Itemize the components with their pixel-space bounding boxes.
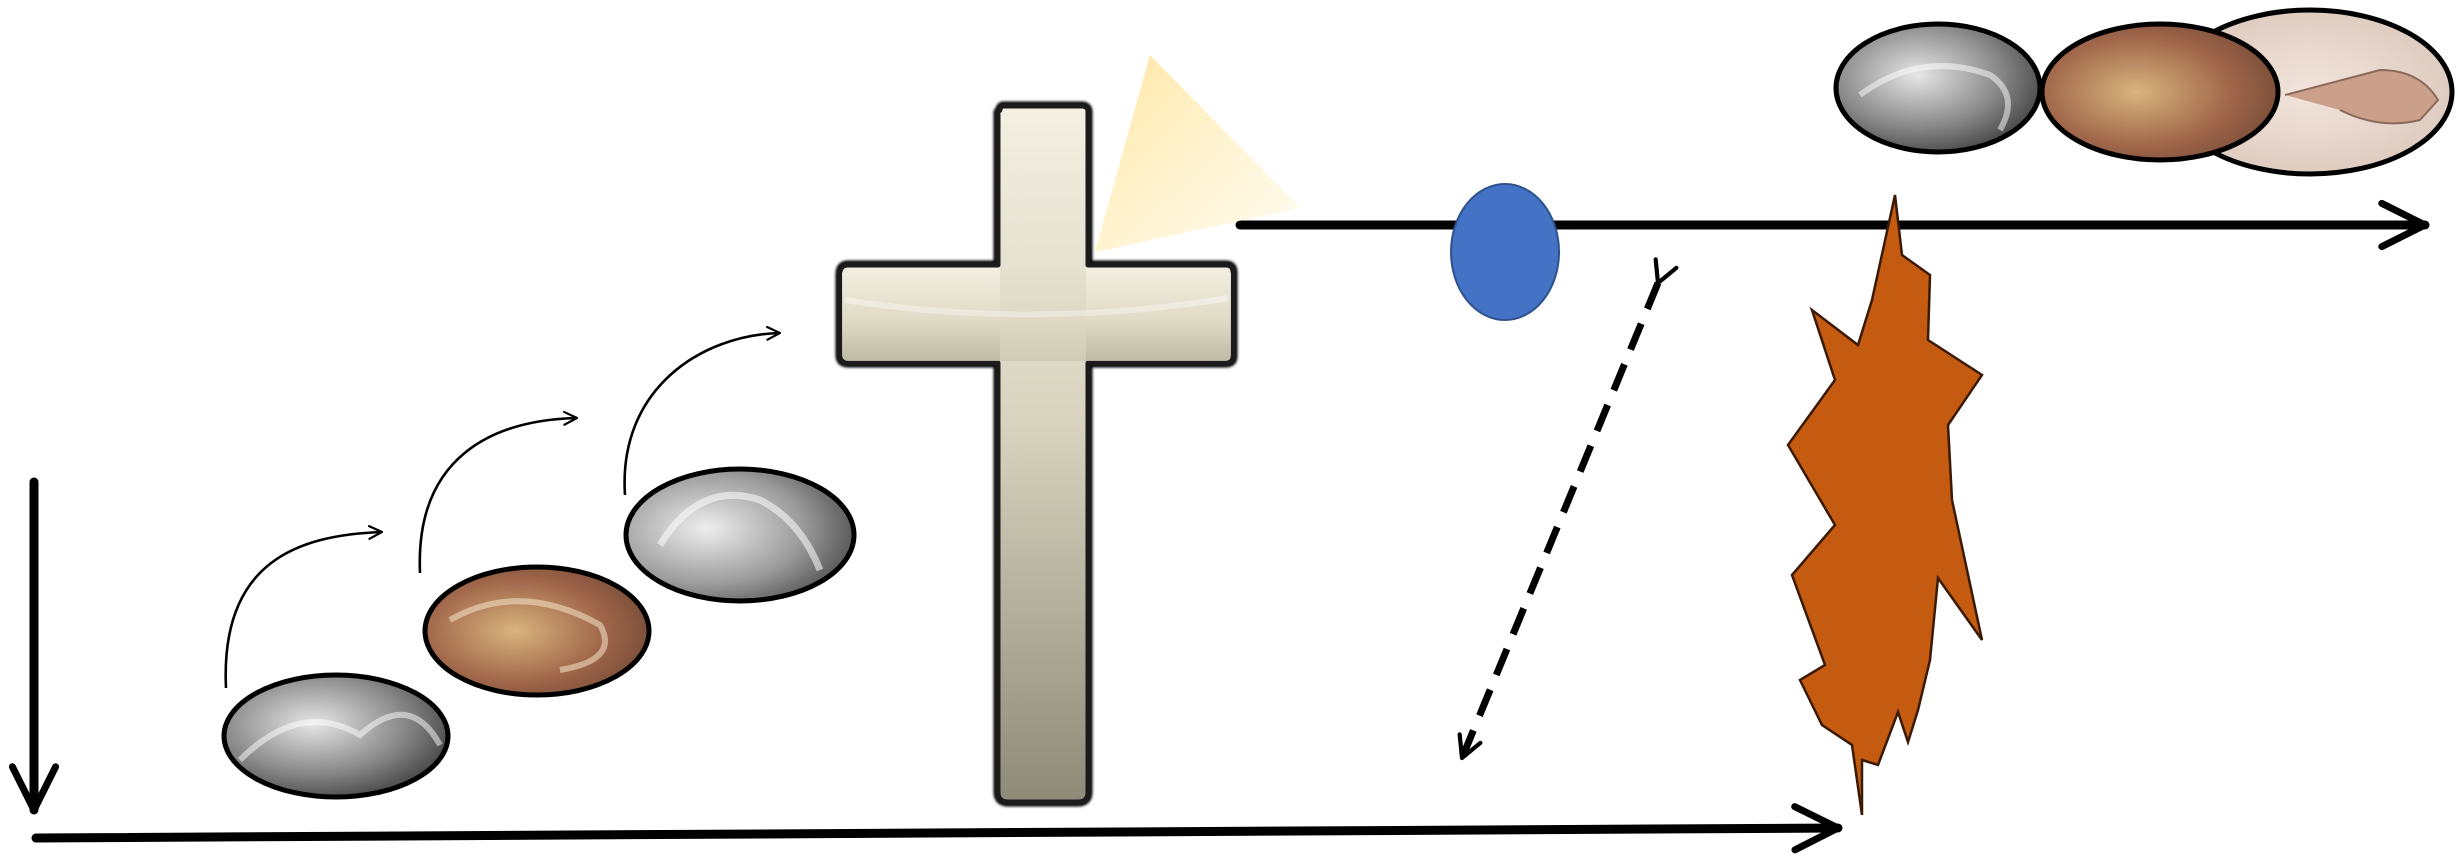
- fresco-medallion: [224, 675, 448, 797]
- explosion-burst: [1788, 195, 1982, 815]
- curved-arrow-1: [226, 532, 382, 688]
- curved-arrow-2: [420, 418, 577, 573]
- fresco-medallion: [626, 469, 854, 601]
- fresco-medallion: [2042, 24, 2278, 160]
- fresco-medallion: [425, 567, 649, 695]
- dashed-double-arrow: [1462, 283, 1658, 758]
- circle-marker: [1451, 184, 1559, 320]
- bottom-timeline-arrow: [36, 828, 1838, 838]
- fresco-medallion: [1836, 24, 2040, 152]
